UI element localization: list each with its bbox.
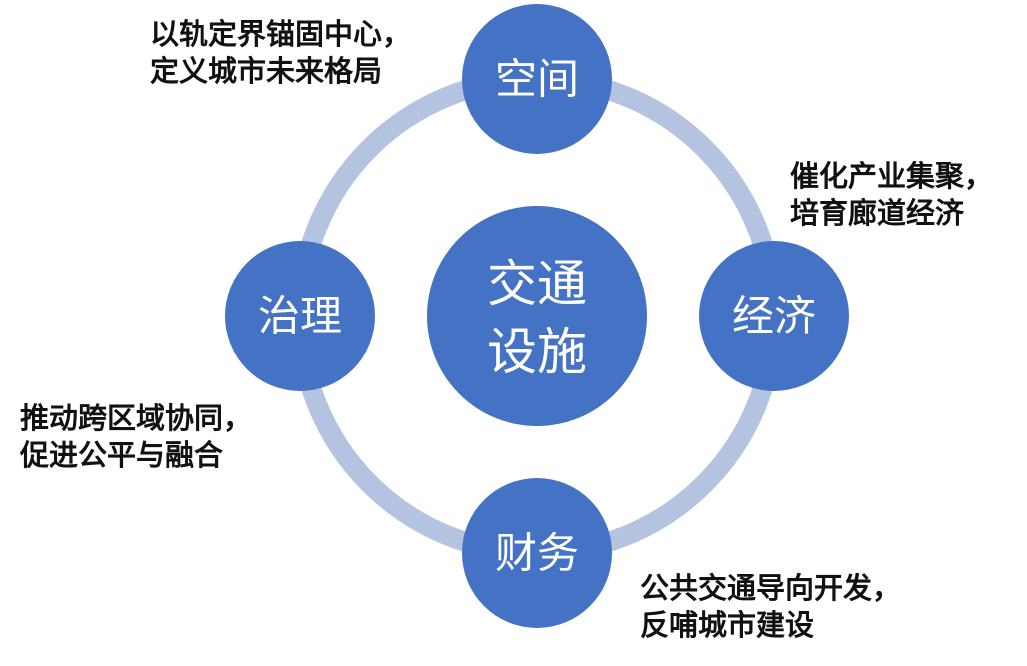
node-economy-label: 经济: [732, 292, 816, 341]
annotation-space: 以轨定界锚固中心， 定义城市未来格局: [150, 16, 411, 90]
node-economy: [699, 241, 849, 391]
annotation-governance: 推动跨区域协同， 促进公平与融合: [20, 400, 252, 474]
annotation-economy-line1: 催化产业集聚，: [790, 159, 994, 193]
center-label-line1: 交通: [487, 255, 587, 313]
annotation-governance-line2: 促进公平与融合: [20, 438, 224, 472]
center-node: [427, 206, 647, 426]
node-governance-label: 治理: [258, 292, 342, 341]
node-finance: [462, 478, 612, 628]
center-label-line2: 设施: [487, 323, 587, 381]
annotation-finance: 公共交通导向开发， 反哺城市建设: [640, 570, 901, 644]
annotation-finance-line2: 反哺城市建设: [640, 608, 815, 642]
node-space: [462, 4, 612, 154]
annotation-finance-line1: 公共交通导向开发，: [640, 571, 902, 605]
annotation-governance-line1: 推动跨区域协同，: [20, 401, 253, 435]
annotation-economy-line2: 培育廊道经济: [790, 196, 965, 230]
node-space-label: 空间: [495, 55, 579, 104]
node-finance-label: 财务: [495, 529, 579, 578]
node-governance: [225, 241, 375, 391]
annotation-space-line2: 定义城市未来格局: [150, 54, 383, 88]
annotation-space-line1: 以轨定界锚固中心，: [150, 17, 412, 51]
annotation-economy: 催化产业集聚， 培育廊道经济: [790, 158, 993, 232]
